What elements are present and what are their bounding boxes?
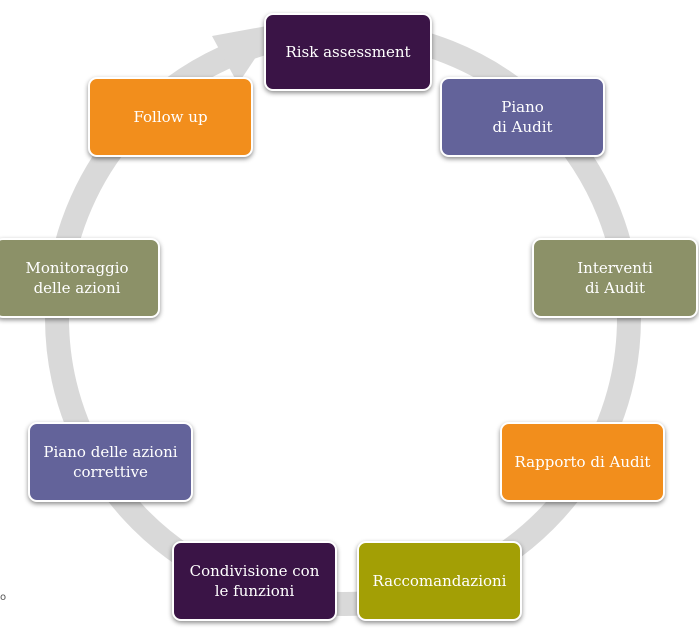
step-rapporto-di-audit: Rapporto di Audit <box>500 422 665 502</box>
step-label: Follow up <box>133 108 208 126</box>
step-label-line1: Piano delle azioni <box>43 443 178 461</box>
step-label-line2: le funzioni <box>214 582 295 600</box>
step-label-line1: Condivisione con <box>189 562 320 580</box>
step-monitoraggio: Monitoraggio delle azioni <box>0 238 160 318</box>
step-label-line2: correttive <box>73 463 148 481</box>
step-follow-up: Follow up <box>88 77 253 157</box>
step-raccomandazioni: Raccomandazioni <box>357 541 522 621</box>
step-label: Raccomandazioni <box>372 572 507 590</box>
step-label-line1: Monitoraggio <box>25 259 129 277</box>
step-interventi-di-audit: Interventi di Audit <box>532 238 698 318</box>
step-label-line2: di Audit <box>584 279 646 297</box>
step-label-line2: delle azioni <box>33 279 121 297</box>
step-piano-azioni-correttive: Piano delle azioni correttive <box>28 422 193 502</box>
step-label: Risk assessment <box>285 43 411 61</box>
step-condivisione: Condivisione con le funzioni <box>172 541 337 621</box>
cycle-arrowhead <box>212 24 278 84</box>
step-label-line1: Interventi <box>577 259 653 277</box>
step-label-line1: Piano <box>501 98 544 116</box>
step-label: Rapporto di Audit <box>514 453 651 471</box>
step-piano-di-audit: Piano di Audit <box>440 77 605 157</box>
step-risk-assessment: Risk assessment <box>264 13 432 91</box>
edge-text-fragment: o <box>0 592 7 603</box>
step-label-line2: di Audit <box>492 118 553 136</box>
